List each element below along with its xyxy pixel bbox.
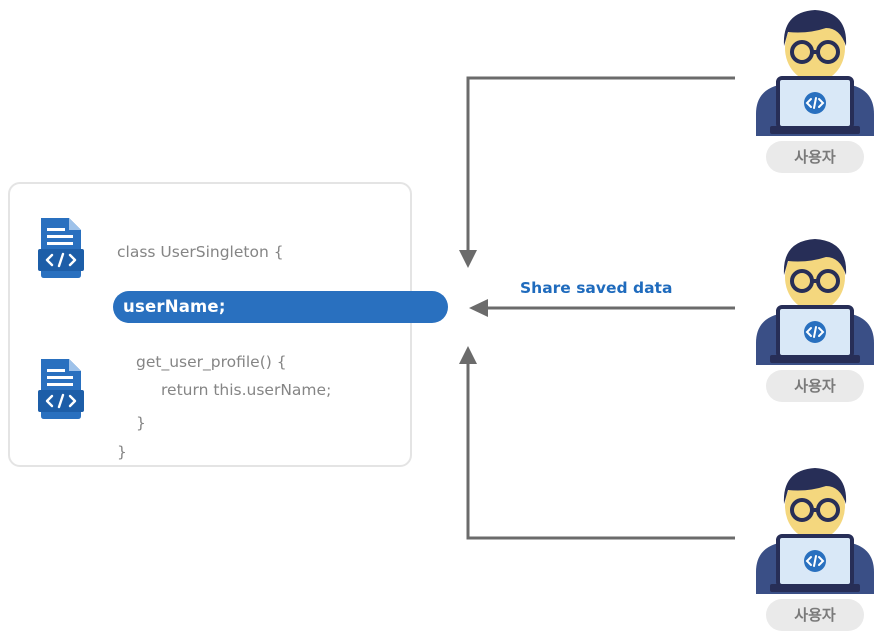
top-user-connector [466,76,735,252]
class-close-brace: } [117,443,127,461]
username-field-line: userName; [123,297,226,316]
method-close-brace: } [136,414,146,432]
user-figure: 사용자 [748,235,879,405]
bottom-arrowhead [459,346,477,364]
bottom-user-connector [466,362,735,540]
user-figure: 사용자 [748,464,879,634]
developer-avatar-icon [756,10,874,136]
share-saved-data-label: Share saved data [520,279,673,297]
return-statement-line: return this.userName; [161,381,332,399]
developer-avatar-icon [756,468,874,594]
code-file-icon [38,359,84,419]
top-arrowhead [459,250,477,268]
developer-avatar-icon [756,239,874,365]
middle-arrowhead [469,299,488,317]
user-label-badge: 사용자 [766,599,864,631]
user-label-badge: 사용자 [766,141,864,173]
method-declaration-line: get_user_profile() { [136,353,287,371]
user-label-badge: 사용자 [766,370,864,402]
class-declaration-line: class UserSingleton { [117,243,284,261]
shared-field-highlight: userName; [113,291,448,323]
code-file-icon [38,218,84,278]
user-figure: 사용자 [748,6,879,176]
